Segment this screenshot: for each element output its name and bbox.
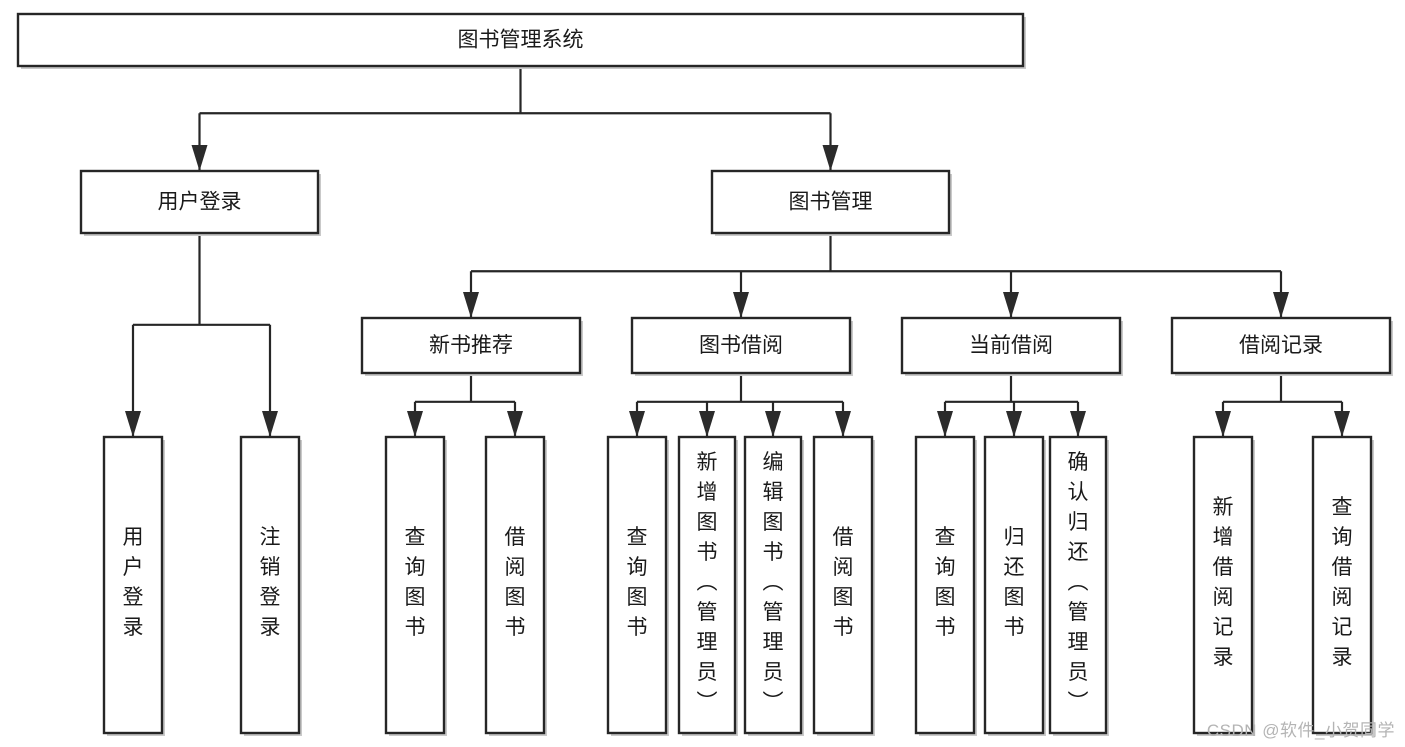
node-leaf-query-book-2[interactable]: 查询图书 <box>606 435 669 736</box>
arrow-head-icon <box>507 411 523 437</box>
node-label: 查询图书 <box>405 526 426 639</box>
node-rect[interactable] <box>983 435 1045 735</box>
node-label: 归还图书 <box>1004 526 1025 639</box>
watermark-label: CSDN @软件_小贺同学 <box>1206 721 1395 740</box>
node-boxes-group: 图书管理系统用户登录图书管理新书推荐图书借阅当前借阅借阅记录用户登录注销登录查询… <box>16 12 1393 736</box>
node-label: 确认归还︵管理员︶ <box>1068 451 1089 714</box>
node-book-manage[interactable]: 图书管理 <box>710 169 952 236</box>
node-label: 新书推荐 <box>429 334 513 357</box>
node-rect[interactable] <box>16 12 1025 68</box>
arrow-head-icon <box>463 292 479 318</box>
arrow-head-icon <box>191 145 208 171</box>
node-leaf-query-book-3[interactable]: 查询图书 <box>914 435 977 736</box>
node-rect[interactable] <box>1048 435 1108 735</box>
node-rect[interactable] <box>384 435 446 735</box>
node-rect[interactable] <box>743 435 803 735</box>
node-label: 查询图书 <box>627 526 648 639</box>
node-leaf-logout[interactable]: 注销登录 <box>239 435 302 736</box>
arrow-head-icon <box>835 411 851 437</box>
node-rect[interactable] <box>710 169 951 235</box>
arrow-head-icon <box>733 292 749 318</box>
arrow-head-icon <box>407 411 423 437</box>
node-rect[interactable] <box>1192 435 1254 735</box>
node-label: 借阅记录 <box>1239 334 1323 357</box>
node-label: 图书管理 <box>789 191 873 214</box>
node-leaf-edit-book[interactable]: 编辑图书︵管理员︶ <box>743 435 804 736</box>
node-rect[interactable] <box>812 435 874 735</box>
node-user-login[interactable]: 用户登录 <box>79 169 321 236</box>
node-leaf-add-record[interactable]: 新增借阅记录 <box>1192 435 1255 736</box>
arrow-head-icon <box>1273 292 1289 318</box>
node-new-book-recommend[interactable]: 新书推荐 <box>360 316 583 376</box>
node-rect[interactable] <box>1170 316 1392 375</box>
node-borrow-record[interactable]: 借阅记录 <box>1170 316 1393 376</box>
node-rect[interactable] <box>484 435 546 735</box>
arrow-head-icon <box>765 411 781 437</box>
node-rect[interactable] <box>630 316 852 375</box>
node-book-borrow[interactable]: 图书借阅 <box>630 316 853 376</box>
node-label: 借阅图书 <box>505 526 526 639</box>
node-leaf-add-book[interactable]: 新增图书︵管理员︶ <box>677 435 738 736</box>
arrow-head-icon <box>1215 411 1231 437</box>
node-rect[interactable] <box>239 435 301 735</box>
node-rect[interactable] <box>677 435 737 735</box>
node-label: 用户登录 <box>158 191 242 214</box>
node-label: 注销登录 <box>260 526 281 639</box>
arrow-head-icon <box>699 411 715 437</box>
arrow-head-icon <box>822 145 839 171</box>
connector-lines-group <box>125 66 1350 437</box>
node-leaf-confirm-return[interactable]: 确认归还︵管理员︶ <box>1048 435 1109 736</box>
arrow-head-icon <box>1334 411 1350 437</box>
node-leaf-user-login[interactable]: 用户登录 <box>102 435 165 736</box>
node-label: 图书借阅 <box>699 334 783 357</box>
arrow-head-icon <box>125 411 141 437</box>
node-label: 用户登录 <box>123 526 144 639</box>
arrow-head-icon <box>1070 411 1086 437</box>
node-rect[interactable] <box>606 435 668 735</box>
node-label: 查询借阅记录 <box>1332 496 1353 669</box>
node-rect[interactable] <box>102 435 164 735</box>
arrow-head-icon <box>1006 411 1022 437</box>
node-label: 新增图书︵管理员︶ <box>697 451 718 714</box>
node-label: 新增借阅记录 <box>1213 496 1234 669</box>
node-rect[interactable] <box>914 435 976 735</box>
node-current-borrow[interactable]: 当前借阅 <box>900 316 1123 376</box>
node-label: 查询图书 <box>935 526 956 639</box>
node-label: 借阅图书 <box>833 526 854 639</box>
node-rect[interactable] <box>900 316 1122 375</box>
node-leaf-borrow-book-1[interactable]: 借阅图书 <box>484 435 547 736</box>
node-leaf-query-record[interactable]: 查询借阅记录 <box>1311 435 1374 736</box>
node-leaf-query-book-1[interactable]: 查询图书 <box>384 435 447 736</box>
arrow-head-icon <box>937 411 953 437</box>
node-leaf-borrow-book-2[interactable]: 借阅图书 <box>812 435 875 736</box>
node-root[interactable]: 图书管理系统 <box>16 12 1026 69</box>
node-label: 图书管理系统 <box>458 29 584 52</box>
node-rect[interactable] <box>79 169 320 235</box>
arrow-head-icon <box>1003 292 1019 318</box>
arrow-head-icon <box>629 411 645 437</box>
arrow-head-icon <box>262 411 278 437</box>
node-rect[interactable] <box>1311 435 1373 735</box>
node-leaf-return-book[interactable]: 归还图书 <box>983 435 1046 736</box>
node-label: 编辑图书︵管理员︶ <box>763 451 784 714</box>
node-label: 当前借阅 <box>969 334 1053 357</box>
node-rect[interactable] <box>360 316 582 375</box>
